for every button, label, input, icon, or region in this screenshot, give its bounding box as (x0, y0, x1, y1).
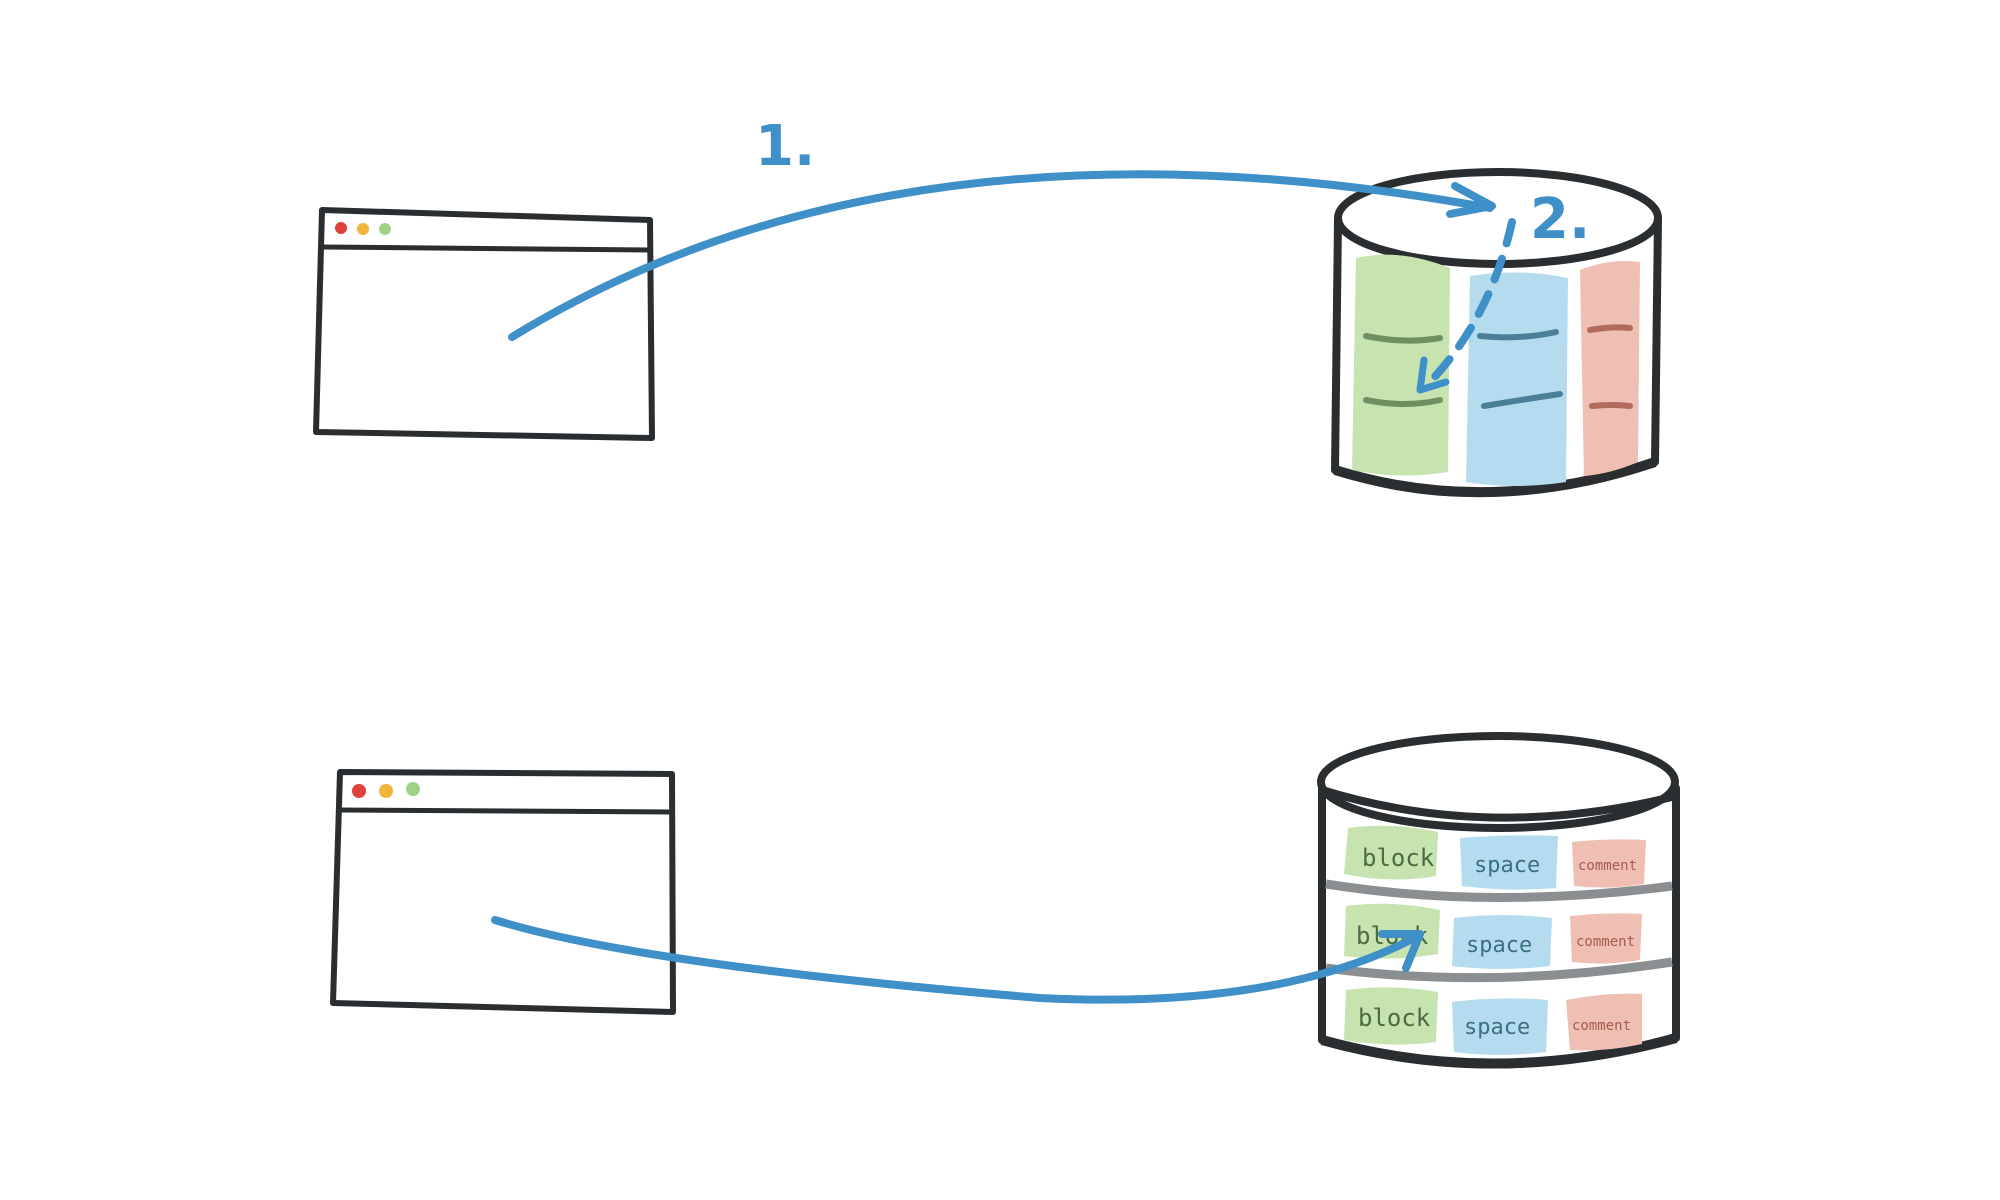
bottom-arrow-request-head (1378, 930, 1424, 972)
top-table-red (1580, 261, 1640, 476)
top-browser-maximize-dot (379, 223, 391, 235)
row-2-comment-label: comment (1576, 934, 1635, 950)
top-arrow-join-line (1424, 218, 1516, 388)
row-3-space-label: space (1464, 1015, 1530, 1040)
row-3-comment-label: comment (1572, 1018, 1631, 1034)
row-3-block-label: block (1358, 1004, 1431, 1032)
row-2-space-label: space (1466, 933, 1532, 958)
step-1-label: 1. (755, 114, 815, 179)
top-table-blue (1466, 272, 1568, 486)
bottom-browser-titlebar-divider (339, 807, 673, 815)
bottom-database-lid-front (1320, 786, 1677, 822)
top-browser-minimize-dot (357, 223, 369, 235)
top-browser-window (313, 207, 655, 441)
step-2-label: 2. (1530, 187, 1590, 252)
top-arrow-join (1416, 218, 1516, 394)
top-browser-titlebar-divider (321, 244, 651, 253)
row-1-block-label: block (1362, 844, 1435, 872)
bottom-browser-maximize-dot (406, 782, 420, 796)
top-arrow-request (508, 170, 1496, 341)
row-2-space-cell (1452, 915, 1552, 969)
top-blue-row-line-1 (1477, 329, 1559, 341)
top-browser-close-dot (335, 222, 347, 234)
top-arrow-request-head (1446, 182, 1496, 218)
bottom-browser-window (330, 769, 676, 1015)
bottom-row-1: block space comment (1344, 825, 1646, 890)
row-3-comment-cell (1566, 993, 1642, 1051)
bottom-row-3: block space comment (1344, 987, 1642, 1055)
row-1-block-cell (1344, 825, 1438, 880)
top-table-green (1352, 254, 1450, 476)
row-1-space-label: space (1474, 853, 1540, 878)
top-database-bottom-curve (1333, 457, 1657, 498)
bottom-scenario: block space comment block space comment … (330, 732, 1680, 1069)
top-scenario: 1. 2. (313, 114, 1662, 498)
bottom-row-divider-1 (1325, 879, 1673, 903)
row-1-space-cell (1460, 835, 1558, 890)
row-2-comment-cell (1570, 913, 1642, 964)
top-green-row-line-2 (1363, 397, 1443, 407)
bottom-row-divider-2 (1325, 957, 1673, 983)
row-1-comment-label: comment (1578, 858, 1637, 874)
top-arrow-request-line (508, 170, 1494, 341)
top-blue-row-line-2 (1481, 391, 1563, 409)
top-database (1331, 168, 1662, 498)
top-database-lid (1334, 168, 1662, 268)
row-3-block-cell (1344, 987, 1438, 1045)
top-browser-frame (313, 207, 655, 441)
bottom-database-bottom-curve (1320, 1033, 1678, 1069)
top-red-row-line-1 (1587, 324, 1633, 333)
row-1-comment-cell (1572, 839, 1646, 888)
bottom-browser-minimize-dot (379, 784, 393, 798)
bottom-arrow-request (491, 916, 1424, 1004)
bottom-browser-close-dot (352, 784, 366, 798)
bottom-browser-frame (330, 769, 676, 1015)
bottom-database-lid (1317, 732, 1679, 832)
row-3-space-cell (1452, 998, 1548, 1055)
top-arrow-join-head (1416, 356, 1450, 394)
bottom-arrow-request-line (491, 916, 1422, 1004)
top-red-row-line-2 (1589, 402, 1633, 409)
bottom-database: block space comment block space comment … (1317, 732, 1680, 1069)
top-green-row-line-1 (1363, 333, 1443, 344)
